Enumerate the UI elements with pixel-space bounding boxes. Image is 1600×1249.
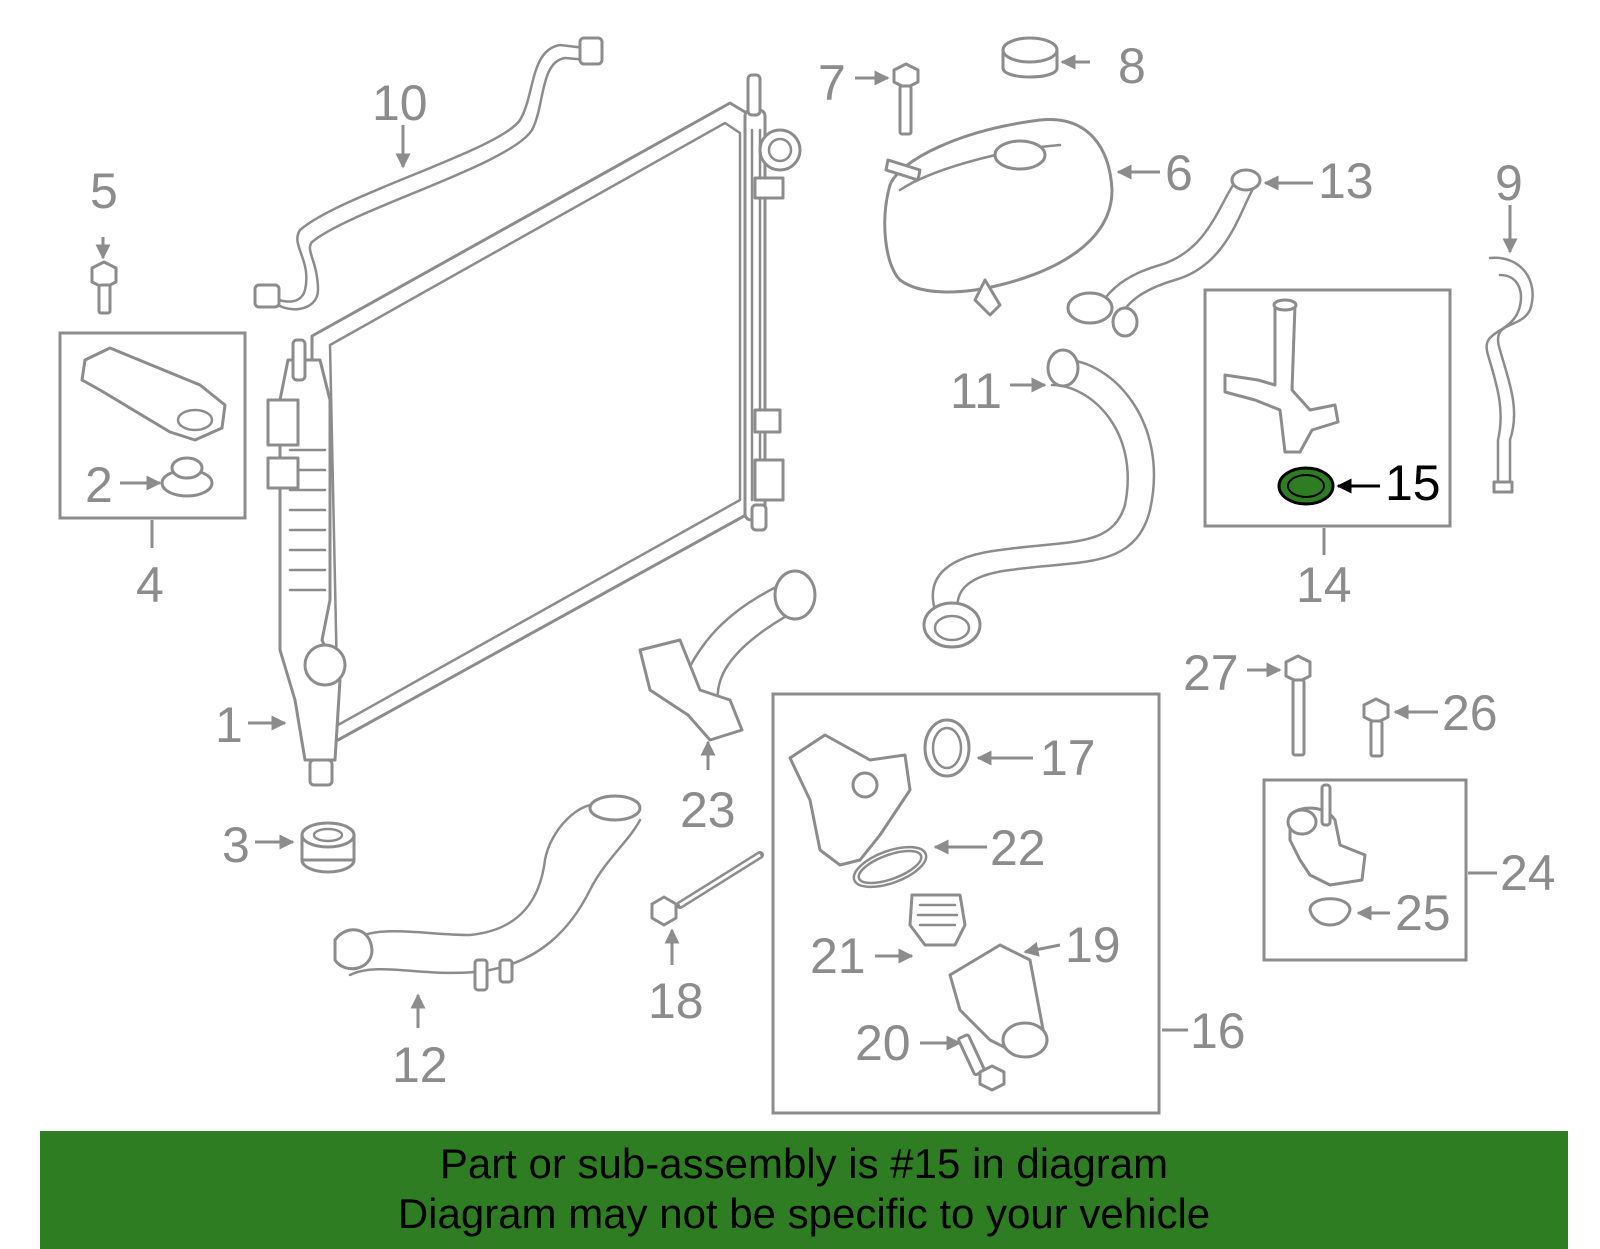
leader-lines bbox=[95, 54, 1518, 1051]
part-15-seal-highlighted[interactable] bbox=[1277, 466, 1335, 506]
callout-20: 20 bbox=[855, 1015, 911, 1071]
callout-2: 2 bbox=[85, 457, 113, 513]
part-16-thermostat-assembly[interactable] bbox=[771, 692, 1161, 1115]
part-13-hose[interactable] bbox=[1066, 168, 1262, 338]
callout-26: 26 bbox=[1442, 685, 1498, 741]
callout-18: 18 bbox=[648, 973, 704, 1029]
part-4-bracket-kit[interactable] bbox=[58, 331, 247, 520]
part-1-radiator[interactable] bbox=[266, 73, 802, 787]
part-23-hose[interactable] bbox=[638, 569, 817, 742]
callout-24: 24 bbox=[1500, 845, 1556, 901]
part-27-bolt[interactable] bbox=[1284, 654, 1312, 757]
callout-1: 1 bbox=[215, 697, 243, 753]
callout-8: 8 bbox=[1118, 38, 1146, 94]
part-18-bolt[interactable] bbox=[650, 851, 764, 927]
callout-13: 13 bbox=[1318, 153, 1374, 209]
part-3-mount[interactable] bbox=[300, 821, 356, 874]
callout-19: 19 bbox=[1065, 917, 1121, 973]
callout-15: 15 bbox=[1385, 455, 1441, 511]
callout-25: 25 bbox=[1395, 885, 1451, 941]
callout-11: 11 bbox=[950, 363, 1002, 419]
part-26-bolt[interactable] bbox=[1362, 697, 1390, 758]
callout-12: 12 bbox=[392, 1037, 448, 1093]
callout-4: 4 bbox=[136, 557, 164, 613]
part-24-outlet-assembly[interactable] bbox=[1262, 778, 1468, 962]
callout-23: 23 bbox=[680, 782, 736, 838]
callout-7: 7 bbox=[818, 55, 846, 111]
callout-27: 27 bbox=[1183, 645, 1239, 701]
part-7-bolt[interactable] bbox=[892, 62, 920, 136]
callout-14: 14 bbox=[1296, 557, 1352, 613]
part-6-reservoir[interactable] bbox=[883, 118, 1114, 317]
callout-6: 6 bbox=[1165, 145, 1193, 201]
part-8-cap[interactable] bbox=[1001, 36, 1059, 79]
callout-21: 21 bbox=[810, 928, 866, 984]
callout-10: 10 bbox=[372, 75, 428, 131]
callout-17: 17 bbox=[1040, 730, 1096, 786]
callout-9: 9 bbox=[1495, 155, 1523, 211]
callout-3: 3 bbox=[222, 817, 250, 873]
callout-22: 22 bbox=[990, 820, 1046, 876]
banner-line-2: Diagram may not be specific to your vehi… bbox=[397, 1190, 1211, 1237]
part-11-hose[interactable] bbox=[922, 348, 1156, 649]
part-14-connector-assembly[interactable] bbox=[1203, 288, 1452, 528]
info-banner: Part or sub-assembly is #15 in diagram D… bbox=[40, 1131, 1568, 1249]
part-10-hose[interactable] bbox=[253, 36, 604, 311]
part-9-hose[interactable] bbox=[1485, 256, 1534, 494]
part-5-bolt[interactable] bbox=[90, 260, 118, 315]
banner-line-1: Part or sub-assembly is #15 in diagram bbox=[439, 1140, 1169, 1187]
part-12-hose[interactable] bbox=[333, 794, 642, 992]
callout-16: 16 bbox=[1190, 1003, 1246, 1059]
callout-numbers: 1 2 3 4 5 6 7 8 9 10 11 12 13 14 15 16 1… bbox=[85, 38, 1556, 1093]
callout-5: 5 bbox=[90, 163, 118, 219]
